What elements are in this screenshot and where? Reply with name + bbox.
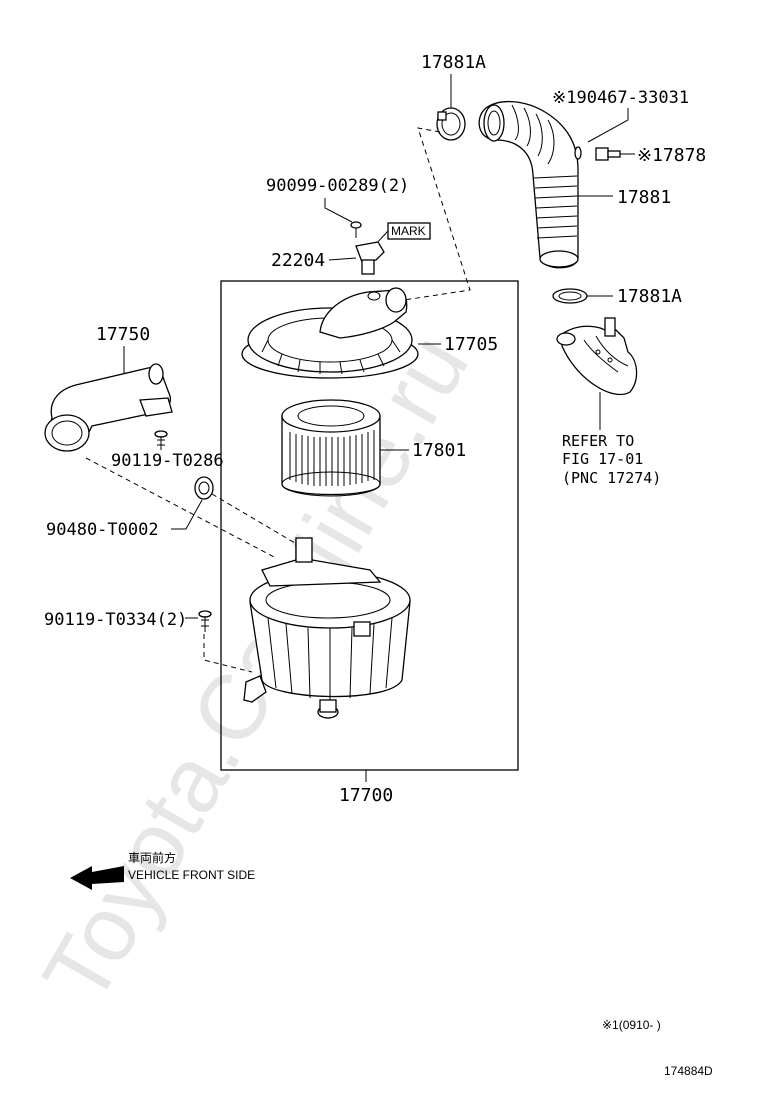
intake-hose bbox=[478, 100, 582, 269]
label-17881: 17881 bbox=[617, 187, 671, 208]
hose-clamp-top bbox=[436, 107, 466, 141]
label-17881A-mid: 17881A bbox=[617, 286, 682, 307]
filter-element-17801 bbox=[281, 399, 381, 497]
footnote: ※1(0910- ) bbox=[602, 1018, 661, 1032]
screw-90099 bbox=[350, 221, 362, 238]
label-90467: ※190467-33031 bbox=[552, 88, 689, 108]
label-90099: 90099-00289(2) bbox=[266, 176, 409, 196]
vehicle-front-direction: 車両前方 VEHICLE FRONT SIDE bbox=[70, 850, 255, 890]
inlet-duct-17750 bbox=[44, 363, 173, 452]
label-17705: 17705 bbox=[444, 334, 498, 355]
air-cleaner-cap-17705 bbox=[241, 287, 419, 379]
label-17700: 17700 bbox=[339, 785, 393, 806]
label-17750: 17750 bbox=[96, 324, 150, 345]
label-22204: 22204 bbox=[271, 250, 325, 271]
label-90480: 90480-T0002 bbox=[46, 520, 159, 540]
label-90119-t0334: 90119-T0334(2) bbox=[44, 610, 187, 630]
arrow-left-icon bbox=[70, 866, 124, 890]
label-17801: 17801 bbox=[412, 440, 466, 461]
refer-line-1: REFER TO bbox=[562, 432, 634, 450]
label-90119-t0286: 90119-T0286 bbox=[111, 451, 224, 471]
direction-en: VEHICLE FRONT SIDE bbox=[128, 868, 255, 882]
airflow-sensor-22204 bbox=[355, 241, 385, 275]
diagram-code: 174884D bbox=[664, 1064, 713, 1078]
mark-text: MARK bbox=[391, 224, 426, 238]
grommet-90480 bbox=[194, 476, 214, 500]
label-17878: ※17878 bbox=[637, 145, 706, 166]
assembly-frame bbox=[220, 280, 519, 771]
air-cleaner-case bbox=[243, 537, 411, 719]
screw-90119-t0286 bbox=[154, 430, 168, 450]
hose-clamp-mid bbox=[552, 288, 588, 304]
intake-pipe-reference bbox=[556, 317, 638, 396]
label-17881A-top: 17881A bbox=[421, 52, 486, 73]
direction-jp: 車両前方 bbox=[128, 850, 176, 865]
vacuum-fitting-17878 bbox=[595, 147, 621, 161]
screw-90119-t0334 bbox=[198, 610, 212, 632]
refer-line-2: FIG 17-01 bbox=[562, 450, 643, 468]
refer-line-3: (PNC 17274) bbox=[562, 469, 661, 487]
